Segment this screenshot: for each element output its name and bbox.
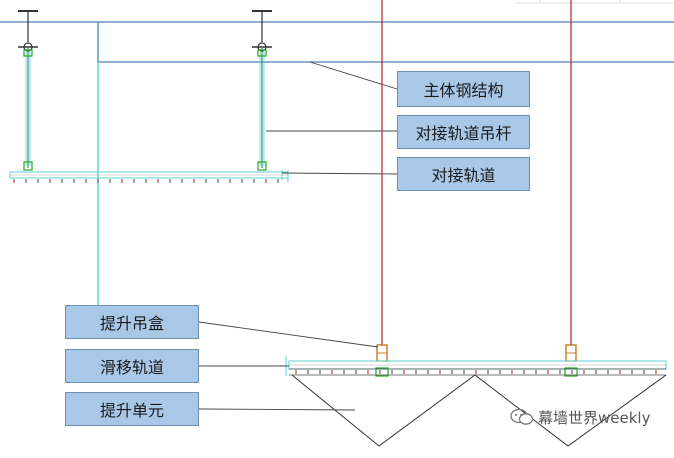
watermark-text: 幕墙世界weekly	[538, 408, 651, 427]
sliding-rail-beam	[285, 356, 667, 376]
label-lifting-unit: 提升单元	[65, 392, 199, 426]
docking-rail-beam	[9, 170, 289, 182]
lifting-unit-truss	[291, 374, 667, 447]
hanger-rod-right	[252, 10, 272, 171]
grid-fragment	[516, 0, 674, 4]
docking-rail-ticks	[13, 179, 279, 183]
label-docking-rail: 对接轨道	[397, 157, 530, 191]
leader-lines	[198, 61, 398, 411]
lifting-cables	[381, 0, 572, 345]
hanger-rod-left	[18, 10, 38, 171]
sliding-rail-ticks	[295, 370, 657, 374]
label-sliding-rail: 滑移轨道	[65, 349, 199, 383]
label-lifting-box: 提升吊盒	[65, 305, 199, 339]
label-main-steel: 主体钢结构	[397, 71, 530, 107]
label-rail-hanger: 对接轨道吊杆	[397, 115, 530, 149]
watermark: 幕墙世界weekly	[510, 406, 670, 428]
wechat-bubble-icon	[510, 408, 534, 425]
main-steel-beams	[0, 21, 674, 63]
